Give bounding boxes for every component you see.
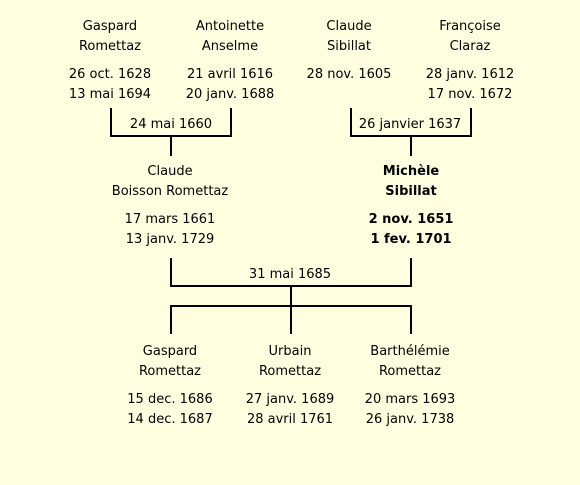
person-first-name: Françoise (439, 19, 501, 34)
person-gaspard-romettaz-junior: Gaspard Romettaz 15 dec. 1686 14 dec. 16… (127, 342, 212, 430)
person-birth-date: 27 janv. 1689 (245, 392, 335, 407)
marriage-date: 31 mai 1685 (248, 267, 332, 282)
person-birth-date: 28 nov. 1605 (306, 67, 392, 82)
person-francoise-claraz: Françoise Claraz 28 janv. 1612 17 nov. 1… (426, 17, 515, 105)
person-death-date: 26 janv. 1738 (365, 412, 455, 427)
person-first-name: Antoinette (195, 19, 265, 34)
person-death-date: 13 janv. 1729 (125, 232, 215, 247)
person-barthelemie-romettaz: Barthélémie Romettaz 20 mars 1693 26 jan… (365, 342, 456, 430)
person-first-name: Claude (326, 19, 372, 34)
person-death-date: 28 avril 1761 (246, 412, 334, 427)
person-first-name: Urbain (268, 344, 312, 359)
person-last-name: Romettaz (378, 364, 442, 379)
person-birth-date: 21 avril 1616 (186, 67, 274, 82)
person-first-name: Michèle (382, 164, 440, 179)
person-urbain-romettaz: Urbain Romettaz 27 janv. 1689 28 avril 1… (246, 342, 335, 430)
person-birth-date: 15 dec. 1686 (127, 392, 213, 407)
person-last-name: Sibillat (385, 184, 437, 199)
person-last-name: Romettaz (138, 364, 202, 379)
person-death-date: 17 nov. 1672 (427, 87, 513, 102)
person-last-name: Romettaz (258, 364, 322, 379)
person-last-name: Boisson Romettaz (111, 184, 229, 199)
person-death-date: 1 fev. 1701 (370, 232, 452, 247)
person-last-name: Sibillat (326, 39, 371, 54)
person-claude-boisson-romettaz: Claude Boisson Romettaz 17 mars 1661 13 … (112, 162, 228, 250)
person-birth-date: 20 mars 1693 (364, 392, 456, 407)
person-antoinette-anselme: Antoinette Anselme 21 avril 1616 20 janv… (186, 17, 275, 105)
person-last-name: Claraz (449, 39, 491, 54)
person-death-date: 14 dec. 1687 (127, 412, 213, 427)
person-death-date: 13 mai 1694 (68, 87, 152, 102)
person-michele-sibillat: Michèle Sibillat 2 nov. 1651 1 fev. 1701 (369, 162, 454, 250)
person-death-date: 20 janv. 1688 (185, 87, 275, 102)
person-last-name: Romettaz (78, 39, 142, 54)
person-birth-date: 2 nov. 1651 (368, 212, 454, 227)
person-birth-date: 26 oct. 1628 (68, 67, 152, 82)
person-gaspard-romettaz-senior: Gaspard Romettaz 26 oct. 1628 13 mai 169… (69, 17, 151, 105)
person-first-name: Gaspard (82, 19, 138, 34)
person-last-name: Anselme (201, 39, 259, 54)
marriage-date: 24 mai 1660 (129, 117, 213, 132)
person-first-name: Barthélémie (370, 344, 450, 359)
person-birth-date: 17 mars 1661 (124, 212, 216, 227)
person-first-name: Claude (147, 164, 193, 179)
person-claude-sibillat: Claude Sibillat 28 nov. 1605 (307, 17, 392, 85)
person-birth-date: 28 janv. 1612 (425, 67, 515, 82)
marriage-date: 26 janvier 1637 (358, 117, 462, 132)
person-first-name: Gaspard (142, 344, 198, 359)
